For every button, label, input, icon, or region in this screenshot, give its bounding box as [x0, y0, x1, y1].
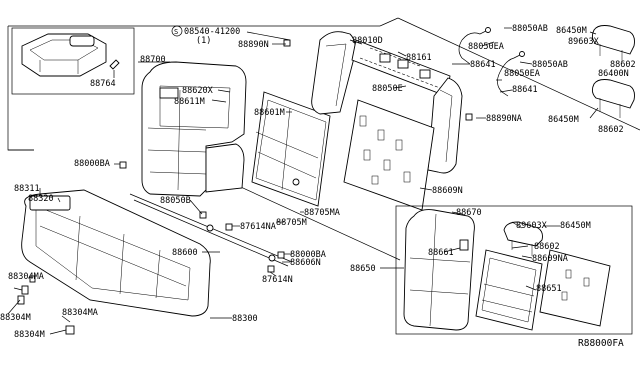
fasteners	[17, 39, 473, 335]
hinge-rod	[129, 193, 293, 267]
label-88602-lower: 88602	[598, 125, 624, 135]
label-88602-top: 88602	[610, 60, 636, 70]
label-88000BA-lower: 88000BA	[290, 250, 326, 260]
label-88304MA-lower: 88304MA	[62, 308, 98, 318]
label-88609N: 88609N	[432, 186, 463, 196]
harness-wires	[458, 27, 525, 97]
label-86450M-lower: 86450M	[548, 115, 579, 125]
label-88641-top: 88641	[470, 60, 496, 70]
label-88606N: 88606N	[290, 258, 321, 268]
label-88311: 88311	[14, 184, 40, 194]
label-88641-mid: 88641	[512, 85, 538, 95]
label-08540-41200: 08540-41200	[184, 27, 240, 37]
label-88611M: 88611M	[174, 97, 205, 107]
label-88890N: 88890N	[238, 40, 269, 50]
side-bolster-upper	[311, 31, 356, 115]
label-88320: 88320	[28, 194, 54, 204]
label-08540-qty: (1)	[196, 36, 211, 46]
side-bolster-right	[427, 77, 463, 174]
leader-lines	[7, 27, 599, 335]
headrest-lower	[591, 79, 635, 118]
part-labels: 88700 88764 08540-41200 (1) 88890N 88010…	[0, 24, 636, 349]
label-88304M-lower: 88304M	[14, 330, 45, 340]
label-88602-inset: 88602	[534, 242, 560, 252]
armrest-inset	[11, 27, 135, 95]
label-88304MA-left: 88304MA	[8, 272, 44, 282]
s-circle-symbol	[171, 25, 183, 37]
seatback-frame	[251, 91, 331, 207]
label-88600: 88600	[172, 248, 198, 258]
label-88620X: 88620X	[182, 86, 214, 96]
reference-code: R88000FA	[578, 338, 624, 349]
label-88161: 88161	[406, 53, 432, 63]
headrest-upper	[591, 25, 635, 62]
label-88705M: 88705M	[276, 218, 307, 228]
label-88670: 88670	[456, 208, 482, 218]
label-88010D: 88010D	[352, 36, 383, 46]
label-88705MA: 88705MA	[304, 208, 340, 218]
label-88601M: 88601M	[254, 108, 285, 118]
label-88300: 88300	[232, 314, 258, 324]
label-89603X-top: 89603X	[568, 37, 600, 47]
label-88050E: 88050E	[372, 84, 403, 94]
label-86400N: 86400N	[598, 69, 629, 79]
label-89603X-lower: 89603X	[516, 221, 548, 231]
label-88304M-left: 88304M	[0, 313, 31, 323]
label-88651: 88651	[536, 284, 562, 294]
seat-cushion	[21, 189, 211, 317]
back-panel	[343, 99, 435, 211]
s-symbol-text: S	[174, 28, 178, 36]
label-88050EA-top: 88050EA	[468, 42, 504, 52]
label-88764: 88764	[90, 79, 116, 89]
label-87614NA: 87614NA	[240, 222, 276, 232]
label-88890NA: 88890NA	[486, 114, 522, 124]
label-88050AB-mid: 88050AB	[532, 60, 568, 70]
label-87614N: 87614N	[262, 275, 293, 285]
rear-seatback-left	[141, 61, 247, 197]
label-88000BA-left: 88000BA	[74, 159, 110, 169]
label-88050B: 88050B	[160, 196, 191, 206]
lower-right-inset	[395, 205, 633, 335]
label-88050AB-top: 88050AB	[512, 24, 548, 34]
label-88609NA: 88609NA	[532, 254, 568, 264]
label-88650: 88650	[350, 264, 376, 274]
label-88700: 88700	[140, 55, 166, 65]
label-86450M-top: 86450M	[556, 26, 587, 36]
label-88050EA-mid: 88050EA	[504, 69, 540, 79]
label-88661: 88661	[428, 248, 454, 258]
label-86450M-inset: 86450M	[560, 221, 591, 231]
